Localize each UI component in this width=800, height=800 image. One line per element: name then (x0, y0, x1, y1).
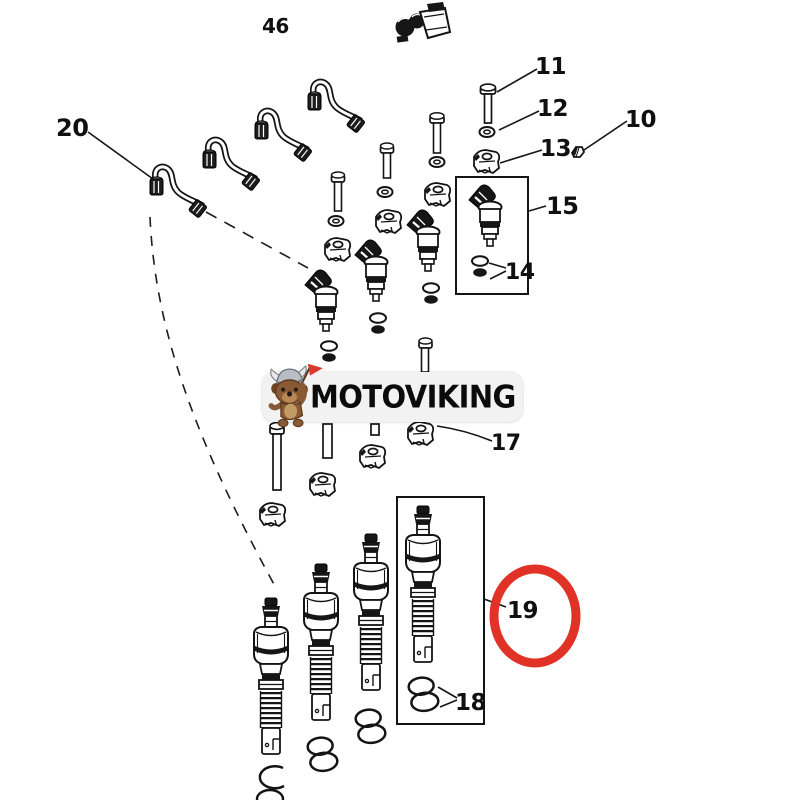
oring-pair-bottom-2 (305, 734, 340, 774)
brand-text: MOTOVIKING (310, 378, 516, 416)
injector-full-2 (304, 564, 338, 720)
oring-pair-middle-1 (422, 282, 440, 305)
injector-upper-1 (405, 208, 441, 273)
cropped-top-assembly (395, 2, 452, 43)
bolt-middle-1 (379, 142, 395, 179)
leader-line-11 (496, 68, 538, 93)
clamp-item-17 (407, 421, 435, 446)
dashed-reference-line-diagonal (205, 211, 309, 269)
leader-line-17 (436, 425, 493, 442)
washer-item-12 (478, 126, 496, 138)
injector-in-box-15 (467, 183, 503, 248)
fuel-line-2 (203, 140, 260, 191)
oring-pair-middle-3 (320, 340, 338, 363)
viking-dog-mascot-icon (268, 363, 323, 428)
callout-14: 14 (505, 260, 535, 285)
leader-line-20 (87, 131, 154, 180)
injector-full-1 (254, 598, 288, 754)
clamp-middle-2 (375, 209, 403, 234)
bolt-long-4 (418, 337, 433, 373)
clamp-middle-3 (324, 237, 352, 262)
leader-line-13 (499, 149, 543, 164)
bolt-shaft-3 (370, 423, 380, 436)
callout-17: 17 (491, 431, 521, 456)
leader-line-14b (489, 270, 507, 280)
leader-line-12 (498, 110, 540, 131)
bolt-item-11 (479, 83, 497, 124)
washer-middle-2 (327, 215, 345, 227)
detail-box-19 (396, 496, 485, 725)
fuel-line-3 (255, 111, 312, 162)
oring-pair-item-14 (471, 255, 489, 278)
washer-near-box15 (428, 156, 446, 168)
injector-full-3 (354, 534, 388, 690)
leader-line-14a (488, 262, 507, 269)
callout-13: 13 (540, 136, 571, 162)
plug-item-10 (570, 146, 586, 158)
oring-pair-bottom-3 (353, 706, 388, 746)
oring-partial-bottom-edge (255, 788, 285, 800)
bolt-near-box15 (429, 112, 445, 154)
callout-10: 10 (625, 107, 656, 133)
clamp-lower-2 (359, 444, 387, 469)
clamp-lower-3 (309, 472, 337, 497)
fuel-line-1 (150, 167, 207, 218)
fuel-line-4 (308, 82, 365, 133)
callout-19: 19 (507, 598, 538, 624)
callout-15: 15 (546, 192, 578, 220)
watermark-pill: MOTOVIKING (262, 363, 523, 428)
callout-20: 20 (56, 114, 88, 142)
dashed-reference-line-left (149, 216, 277, 589)
oring-partial-bottom-1 (258, 765, 285, 790)
leader-line-15 (528, 205, 547, 212)
callout-12: 12 (537, 96, 568, 122)
leader-line-10 (583, 120, 628, 151)
injector-upper-3 (303, 268, 339, 333)
clamp-item-13 (473, 149, 501, 174)
bolt-middle-2 (330, 171, 346, 212)
washer-middle-1 (376, 186, 394, 198)
flag-icon (307, 363, 323, 376)
leader-line-18b (439, 699, 458, 708)
callout-18: 18 (455, 690, 486, 716)
clamp-lower-4 (259, 502, 287, 527)
callout-11: 11 (535, 54, 566, 80)
injector-in-box-19 (406, 506, 440, 662)
leader-lines (87, 68, 628, 708)
bolt-long-1 (269, 421, 285, 491)
injector-upper-2 (353, 238, 389, 303)
red-highlight-ellipse (489, 564, 581, 668)
leader-line-18a (437, 686, 458, 699)
callout-46: 46 (262, 14, 289, 38)
oring-pair-middle-2 (369, 312, 387, 335)
clamp-middle-1 (424, 182, 452, 207)
bolt-shaft-2 (322, 423, 333, 459)
oring-pair-item-18 (406, 674, 441, 714)
detail-box-15 (455, 176, 529, 295)
